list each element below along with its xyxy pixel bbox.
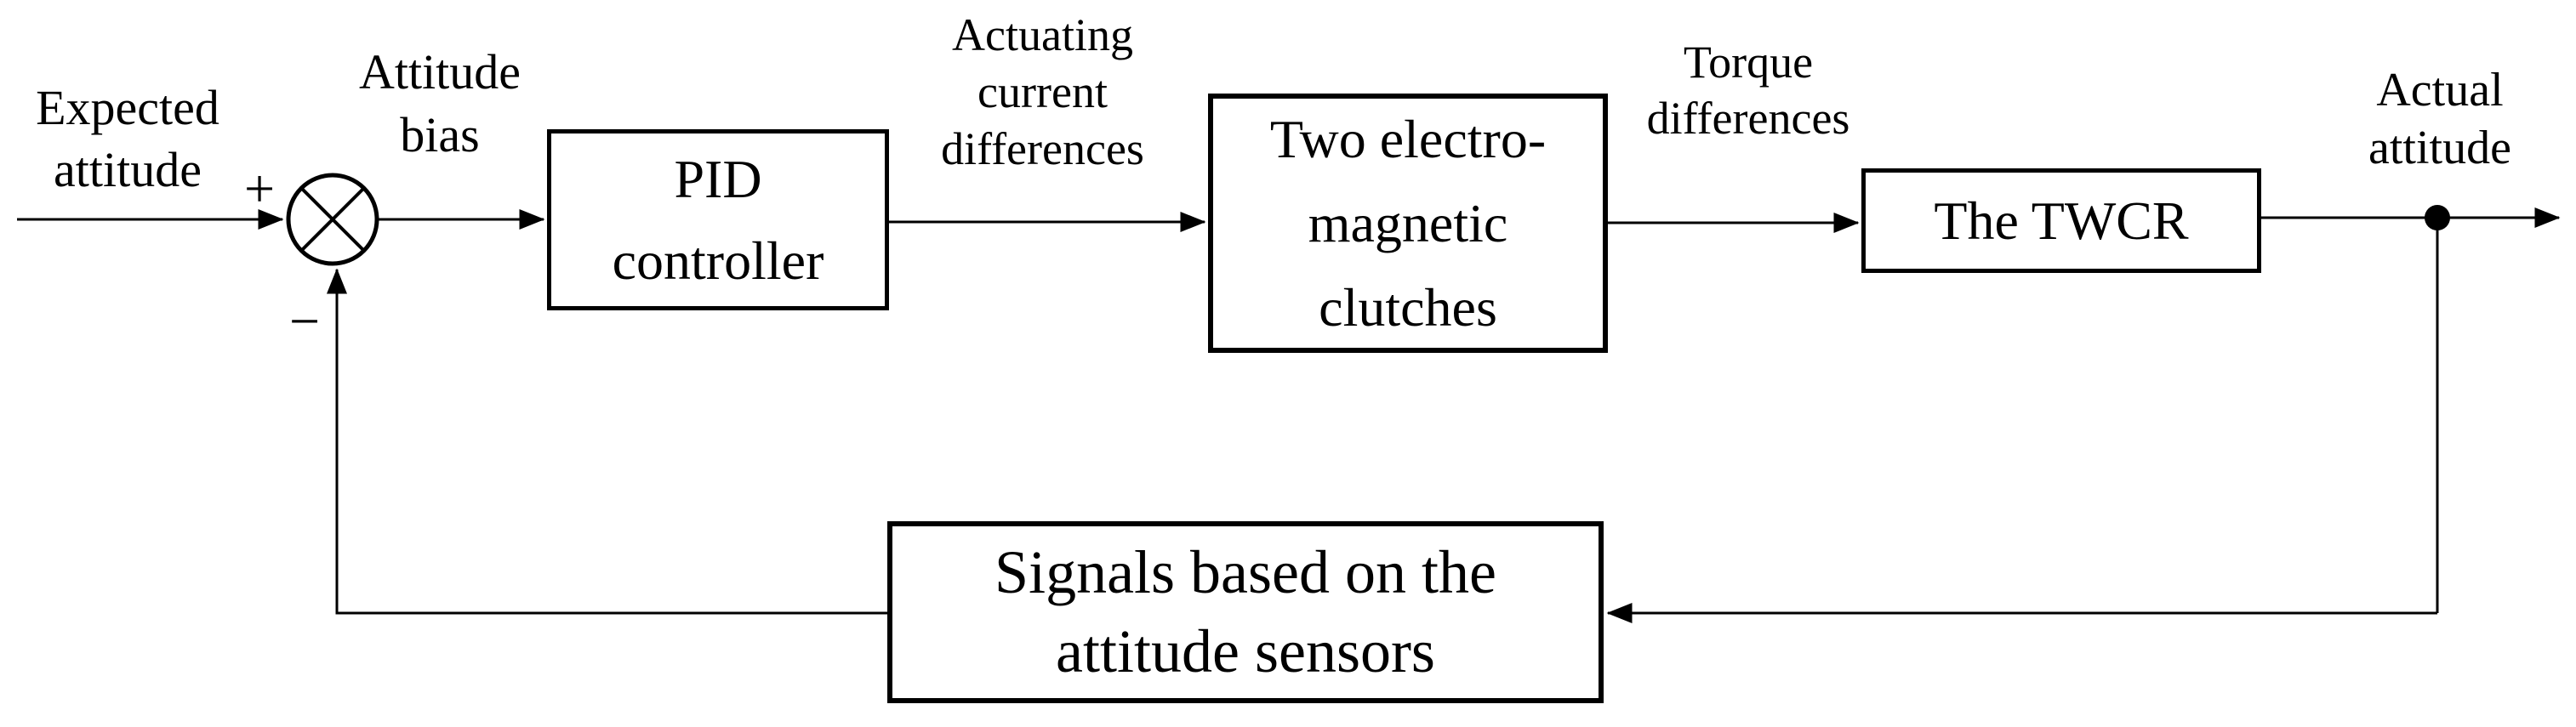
label-expected-attitude-line: attitude [54,142,202,197]
block-pid-controller: PID controller [547,129,889,310]
label-actuating-line: Actuating [952,9,1133,60]
label-torque-differences: Torque differences [1604,34,1893,146]
label-torque-line: Torque [1683,37,1814,88]
label-actuating-line: differences [941,123,1144,174]
label-attitude-bias-line: Attitude [358,44,521,99]
label-actuating-current-differences: Actuating current differences [900,7,1185,178]
label-actual-attitude-line: Actual [2376,64,2504,116]
feedback-return-arrow-line [327,268,887,615]
block-pid-controller-line: PID [674,148,762,209]
summing-junction-icon [286,173,379,266]
block-electromagnetic-clutches-line: clutches [1319,277,1497,338]
label-attitude-bias: Attitude bias [321,41,559,167]
block-twcr-line: The TWCR [1934,190,2189,251]
block-twcr: The TWCR [1861,168,2261,273]
label-actuating-line: current [977,66,1108,117]
block-electromagnetic-clutches-line: Two electro- [1269,109,1547,169]
label-attitude-bias-line: bias [400,107,480,162]
block-electromagnetic-clutches: Two electro- magnetic clutches [1208,94,1608,353]
block-attitude-sensors: Signals based on the attitude sensors [887,521,1604,703]
block-pid-controller-line: controller [612,230,824,291]
block-electromagnetic-clutches-line: magnetic [1308,193,1508,253]
minus-sign: − [288,291,321,351]
label-expected-attitude-line: Expected [36,80,219,135]
label-torque-line: differences [1646,93,1850,144]
label-expected-attitude: Expected attitude [17,77,238,201]
block-attitude-sensors-line: attitude sensors [1056,617,1435,685]
plus-sign: + [243,158,276,219]
label-actual-attitude-line: attitude [2368,122,2511,174]
label-actual-attitude: Actual attitude [2312,61,2567,177]
block-attitude-sensors-line: Signals based on the [994,538,1496,606]
